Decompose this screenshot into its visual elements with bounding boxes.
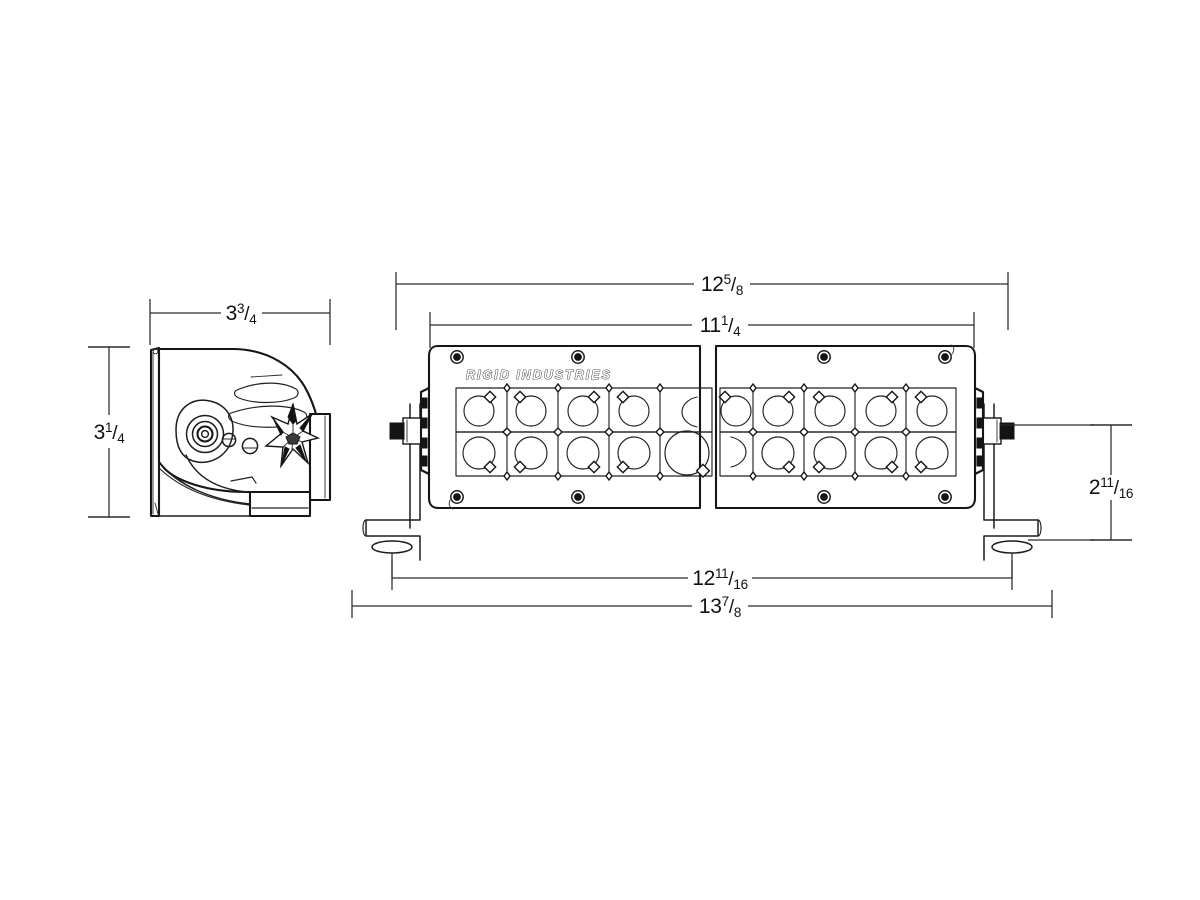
optic-cell [566, 436, 601, 474]
dimension-label-side-width: 33/4 [226, 301, 258, 327]
optic-cell [616, 436, 651, 474]
optic-grid-left [455, 382, 713, 482]
side-view-group: 33/4 31/4 [88, 299, 332, 518]
dimension-label-side-height: 31/4 [94, 420, 126, 446]
optic-grid-nodes [748, 382, 911, 482]
dimension-label-front-height: 211/16 [1089, 475, 1133, 501]
dimension-side-width: 33/4 [149, 299, 331, 345]
side-pivot-boss [175, 399, 234, 463]
optic-cell [812, 390, 846, 427]
side-port-circles [221, 432, 259, 455]
end-cap-left [419, 386, 431, 476]
screw-top-right-1 [817, 350, 831, 364]
optic-cell [681, 396, 698, 428]
dimension-housing-top: 111/4 [429, 312, 975, 348]
optic-cell [865, 390, 899, 427]
housing-half-left: RIGID INDUSTRIES [427, 344, 713, 510]
dimension-side-height: 31/4 [88, 346, 130, 518]
optic-cell [664, 430, 711, 479]
screw-top-right-2 [938, 344, 955, 364]
screw-top-left-1 [450, 350, 464, 364]
optic-cell [616, 390, 650, 427]
optic-cell [513, 390, 547, 427]
dimension-bracket-span: 1211/16 [391, 560, 1013, 592]
optic-grid-nodes [502, 382, 665, 482]
screw-bottom-right-1 [817, 490, 831, 504]
side-star-logo [264, 402, 321, 469]
optic-cell [718, 390, 752, 427]
optic-row-top-left [463, 390, 698, 428]
dimension-label-bracket-span: 1211/16 [692, 566, 748, 592]
dimension-overall-top: 125/8 [395, 272, 1009, 330]
dimension-label-housing-top: 111/4 [700, 313, 741, 339]
optic-cell [761, 436, 796, 474]
dimension-front-height: 211/16 [1000, 424, 1133, 541]
optic-cell [762, 390, 796, 427]
screw-top-left-2 [571, 350, 585, 364]
side-front-bezel [248, 412, 332, 518]
optic-cell [812, 436, 847, 474]
optic-cell [864, 436, 899, 474]
dimension-overall-bottom: 137/8 [351, 590, 1053, 620]
screw-bottom-right-2 [938, 490, 952, 504]
side-mounting-arm [185, 454, 257, 493]
optic-cell [730, 436, 747, 468]
front-view-group: 125/8 111/4 [351, 272, 1133, 620]
optic-cell [914, 390, 948, 427]
optic-grid-right [718, 382, 957, 482]
optic-cell [463, 390, 497, 427]
housing-half-right [714, 344, 977, 510]
optic-cell [567, 390, 601, 427]
screw-bottom-left-1 [448, 490, 464, 510]
end-cap-right [973, 386, 985, 476]
optic-row-bottom-right [730, 436, 949, 474]
side-bolt-right [982, 417, 1015, 445]
optic-row-top-right [718, 390, 948, 427]
brand-label: RIGID INDUSTRIES [466, 368, 612, 382]
dimension-label-overall-top: 125/8 [701, 272, 743, 298]
optic-cell [914, 436, 949, 474]
optic-cell [513, 436, 548, 474]
screw-bottom-left-2 [571, 490, 585, 504]
optic-cell [462, 436, 497, 474]
side-rear-plate [149, 346, 161, 518]
dimension-label-overall-bottom: 137/8 [699, 594, 741, 620]
optic-row-bottom-left [462, 430, 711, 479]
